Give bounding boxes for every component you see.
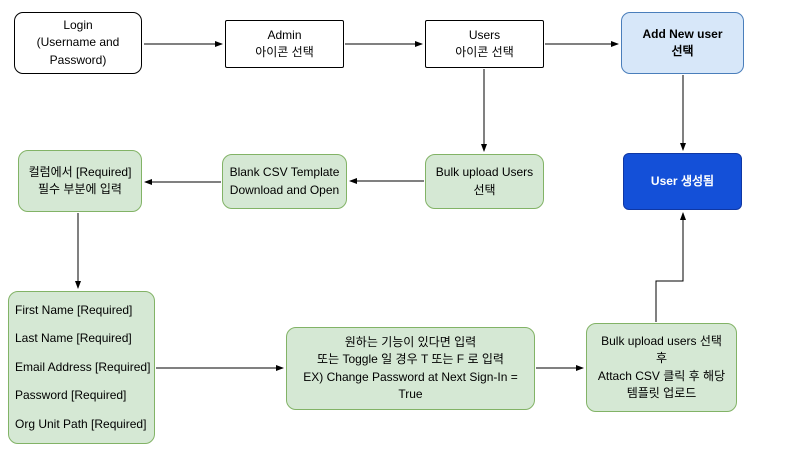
label-line: Bulk upload users 선택 bbox=[601, 333, 722, 348]
label-line: User 생성됨 bbox=[650, 173, 715, 188]
label-line: Org Unit Path [Required] bbox=[15, 416, 147, 431]
node-admin: Admin 아이콘 선택 bbox=[225, 20, 344, 68]
label-line: 아이콘 선택 bbox=[455, 45, 514, 59]
label-line: Admin bbox=[267, 27, 302, 42]
node-user-created: User 생성됨 bbox=[623, 153, 742, 210]
label-line: First Name [Required] bbox=[15, 303, 133, 317]
label-line: (Username and bbox=[36, 35, 120, 50]
label-line: Download and Open bbox=[229, 182, 340, 197]
node-add-new-user: Add New user 선택 bbox=[621, 12, 744, 74]
label-line: 선택 bbox=[473, 182, 496, 197]
node-users: Users 아이콘 선택 bbox=[425, 20, 544, 68]
arrow-attach-csv-to-user-created bbox=[655, 212, 686, 322]
label-line: 필수 부분에 입력 bbox=[38, 182, 122, 196]
node-optional-input: 원하는 기능이 있다면 입력 또는 Toggle 일 경우 T 또는 F 로 입… bbox=[286, 327, 535, 410]
label-line: 템플릿 업로드 bbox=[626, 385, 697, 400]
label-line: Last Name [Required] bbox=[15, 331, 132, 346]
label-line: 컬럼에서 [Required] bbox=[28, 164, 132, 179]
node-attach-csv: Bulk upload users 선택 후 Attach CSV 클릭 후 해… bbox=[586, 323, 737, 412]
label-line: True bbox=[398, 386, 423, 401]
label-line: 또는 Toggle 일 경우 T 또는 F 로 입력 bbox=[317, 352, 504, 367]
label-line: Bulk upload Users bbox=[435, 165, 534, 180]
label-line: Login bbox=[63, 17, 93, 32]
label-line: Email Address [Required] bbox=[15, 359, 151, 374]
node-login: Login (Username and Password) bbox=[14, 12, 142, 74]
node-required-fields-list: First Name [Required] Last Name [Require… bbox=[8, 291, 155, 444]
label-line: EX) Change Password at Next Sign-In = bbox=[303, 369, 518, 384]
node-bulk-upload-users: Bulk upload Users 선택 bbox=[425, 154, 544, 209]
label-line: Add New user bbox=[642, 26, 723, 41]
label-line: Password [Required] bbox=[15, 388, 127, 403]
label-line: Blank CSV Template bbox=[229, 165, 340, 180]
node-required-columns: 컬럼에서 [Required] 필수 부분에 입력 bbox=[18, 150, 142, 212]
label-line: 후 bbox=[655, 351, 668, 366]
label-line: 선택 bbox=[671, 44, 694, 58]
label-line: Password) bbox=[49, 52, 107, 67]
label-line: 원하는 기능이 있다면 입력 bbox=[344, 334, 477, 349]
label-line: 아이콘 선택 bbox=[255, 45, 314, 59]
node-blank-csv-template: Blank CSV Template Download and Open bbox=[222, 154, 347, 209]
label-line: Attach CSV 클릭 후 해당 bbox=[597, 368, 726, 383]
label-line: Users bbox=[468, 27, 501, 42]
